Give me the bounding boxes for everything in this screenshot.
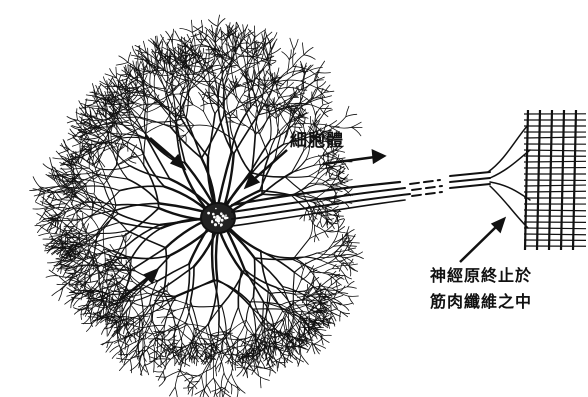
nerve-ending-label-line2: 筋肉纖維之中 — [430, 288, 532, 312]
nerve-ending-label-line1: 神經原終止於 — [430, 262, 532, 286]
cell-body-label: 細胞體 — [290, 126, 344, 151]
muscle-fibers — [524, 110, 586, 250]
cell-body — [201, 203, 235, 233]
dendrites — [30, 15, 364, 397]
